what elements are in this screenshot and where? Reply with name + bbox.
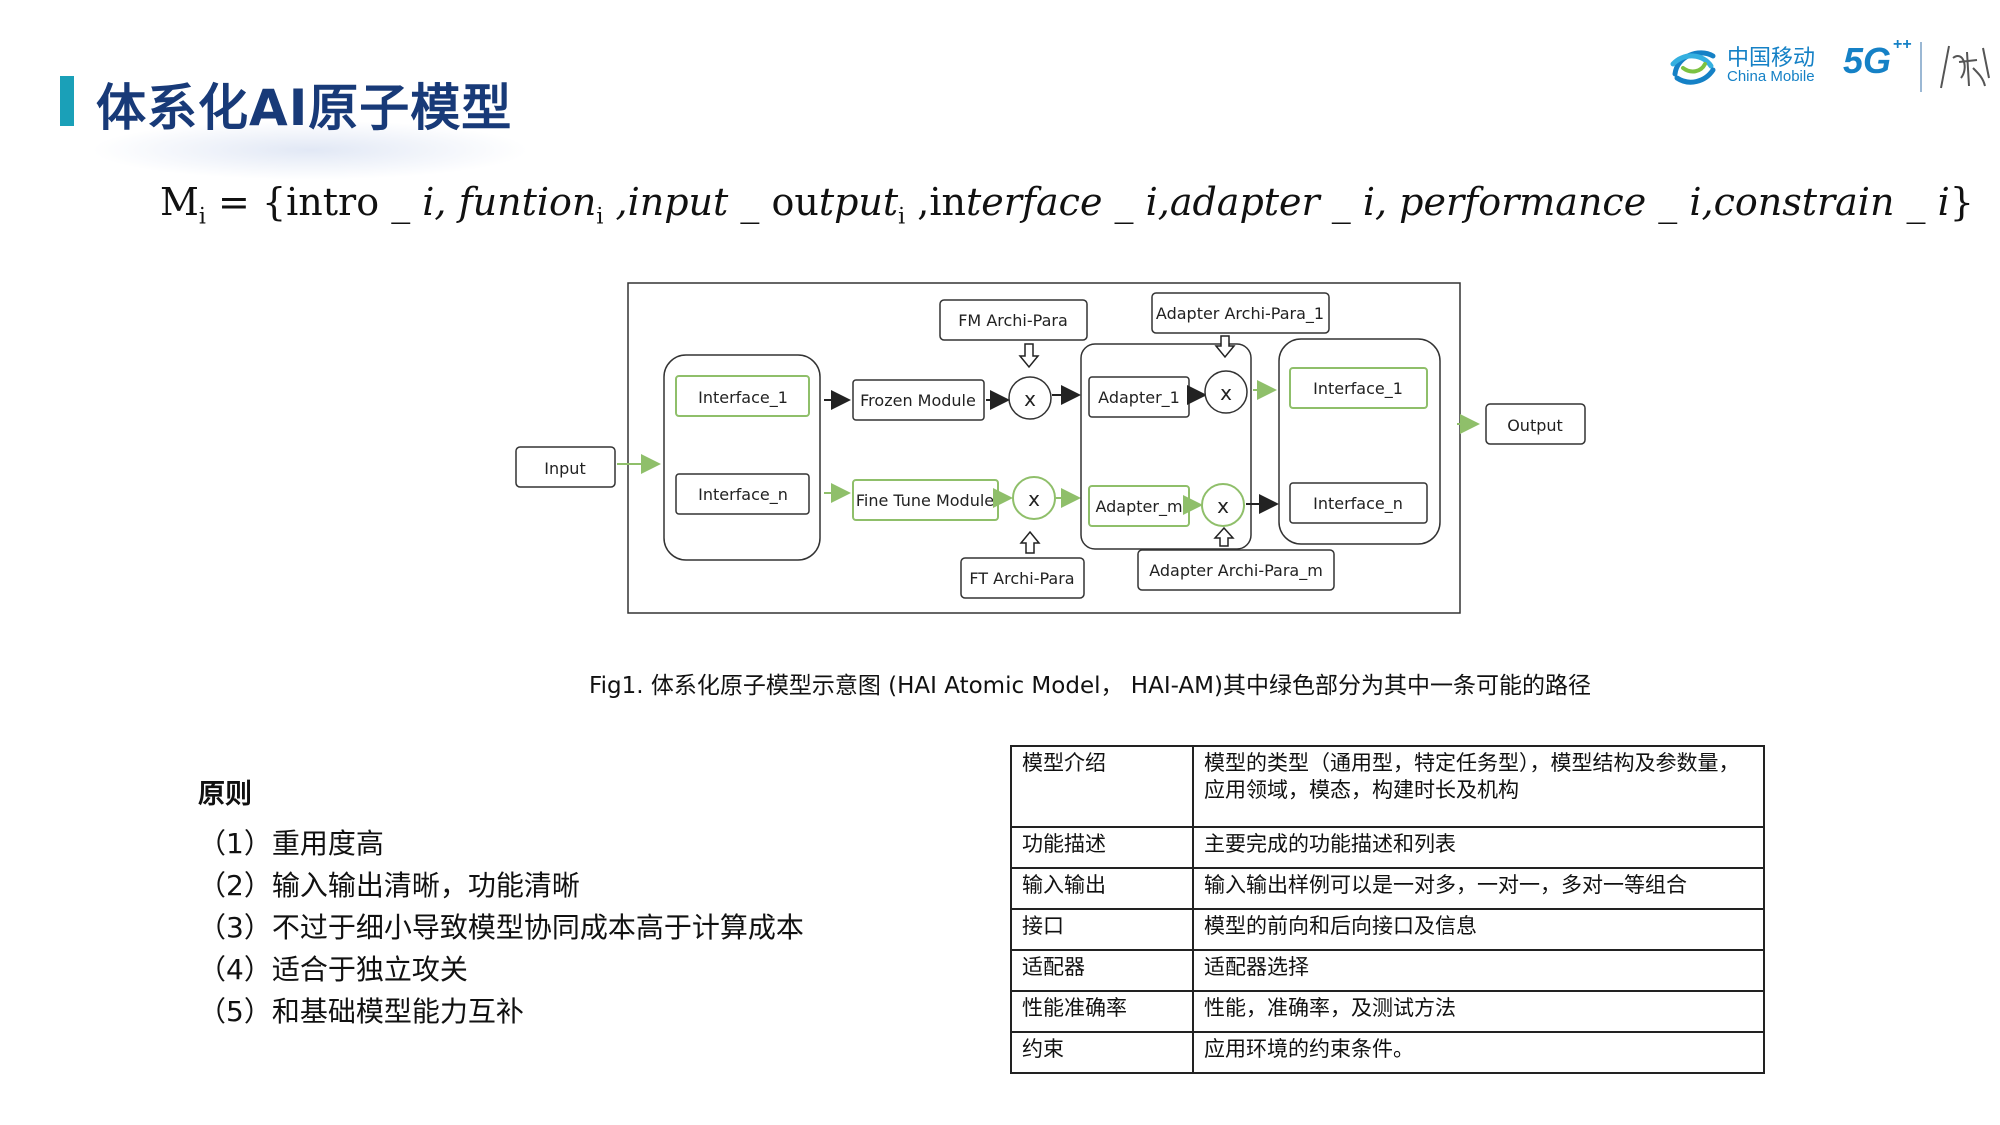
adapter-m-up-arrow-icon	[1213, 526, 1235, 547]
formula-lhs: M	[160, 180, 199, 224]
calligraphy-mark-icon	[1940, 45, 1990, 89]
output-box	[1485, 403, 1586, 445]
formula-in: ,in	[905, 180, 967, 224]
table-key-cell: 约束	[1010, 1031, 1194, 1074]
figure-caption: Fig1. 体系化原子模型示意图 (HAI Atomic Model， HAI-…	[589, 673, 1591, 699]
mult-label-finetune: x	[1028, 487, 1040, 511]
table-key-cell: 输入输出	[1010, 867, 1194, 910]
table-row: 模型介绍 模型的类型（通用型，特定任务型），模型结构及参数量， 应用领域，模态，…	[1010, 745, 1765, 828]
diagram-frame	[627, 282, 1461, 614]
left-interface-group	[663, 354, 821, 561]
logo-divider	[1920, 42, 1922, 92]
adapter-archi-para-m-box	[1137, 549, 1335, 591]
mult-circle-finetune	[1012, 476, 1056, 520]
logo-5g: 5G	[1843, 40, 1892, 81]
logo-5g-plus: ++	[1893, 36, 1912, 53]
page-title: 体系化AI原子模型	[96, 79, 513, 137]
left-interface-n-box	[675, 473, 810, 515]
fm-archi-para-label: FM Archi-Para	[958, 311, 1068, 330]
adapter-m-label: Adapter_m	[1095, 497, 1182, 517]
logo-text-en: China Mobile	[1727, 68, 1815, 85]
left-interface-n-label: Interface_n	[698, 485, 788, 505]
right-interface-1-label: Interface_1	[1313, 379, 1403, 399]
mult-label-frozen: x	[1024, 387, 1036, 411]
principles-heading: 原则	[198, 779, 252, 810]
adapter-archi-para-m-label: Adapter Archi-Para_m	[1149, 561, 1323, 581]
title-shadow	[90, 120, 530, 180]
mult-circle-adapter-1	[1204, 370, 1248, 414]
adapter-archi-para-1-label: Adapter Archi-Para_1	[1156, 304, 1324, 324]
mult-label-adapter-1: x	[1220, 381, 1232, 405]
formula-function: funtion	[458, 180, 597, 224]
formula-close: }	[1949, 180, 1974, 224]
finetune-module-label: Fine Tune Module	[856, 491, 994, 510]
adapter-archi-para-1-box	[1151, 292, 1330, 334]
formula-intro: intro	[286, 180, 380, 224]
frozen-module-label: Frozen Module	[860, 391, 976, 410]
model-properties-table: 模型介绍 模型的类型（通用型，特定任务型），模型结构及参数量， 应用领域，模态，…	[1010, 745, 1765, 1074]
formula-input: ,input	[603, 180, 729, 224]
table-key-cell: 性能准确率	[1010, 990, 1194, 1033]
table-row: 适配器 适配器选择	[1010, 949, 1765, 992]
table-key-cell: 模型介绍	[1010, 745, 1194, 828]
frozen-module-box	[852, 379, 985, 421]
right-interface-n-box	[1289, 482, 1428, 524]
principle-item: （5）和基础模型能力互补	[198, 995, 524, 1028]
formula-lhs-sub: i	[198, 204, 206, 230]
table-row: 性能准确率 性能，准确率，及测试方法	[1010, 990, 1765, 1033]
adapter-group	[1080, 343, 1252, 550]
principle-item: （3）不过于细小导致模型协同成本高于计算成本	[198, 911, 804, 944]
right-interface-1-box	[1289, 367, 1428, 409]
adapter-1-label: Adapter_1	[1098, 388, 1180, 408]
ft-up-arrow-icon	[1019, 530, 1041, 554]
principle-item: （4）适合于独立攻关	[198, 953, 468, 986]
principle-item: （2）输入输出清晰，功能清晰	[198, 869, 580, 902]
logo-text-cn: 中国移动	[1727, 46, 1816, 71]
principles-list: 原则 （1）重用度高 （2）输入输出清晰，功能清晰 （3）不过于细小导致模型协同…	[198, 772, 898, 1033]
formula-underscore: _	[728, 180, 772, 224]
table-value-cell: 输入输出样例可以是一对多，一对一，多对一等组合	[1192, 867, 1765, 910]
table-value-cell: 性能，准确率，及测试方法	[1192, 990, 1765, 1033]
table-value-cell: 应用环境的约束条件。	[1192, 1031, 1765, 1074]
table-key-cell: 接口	[1010, 908, 1194, 951]
mult-circle-frozen	[1008, 376, 1052, 420]
formula-ou: ou	[771, 180, 819, 224]
table-row: 输入输出 输入输出样例可以是一对多，一对一，多对一等组合	[1010, 867, 1765, 910]
hai-atomic-model-diagram: Input Interface_1 Interface_n Frozen Mod…	[515, 282, 1586, 614]
output-label: Output	[1507, 416, 1563, 435]
left-interface-1-box	[675, 375, 810, 417]
china-mobile-swirl-icon	[1670, 50, 1716, 85]
table-value-cell: 适配器选择	[1192, 949, 1765, 992]
formula-function-sub: i	[596, 204, 604, 230]
formula-eq: = {	[205, 180, 287, 224]
right-interface-group	[1278, 338, 1441, 545]
formula-rest: terface _ i,adapter _ i, performance _ i…	[966, 180, 1950, 224]
ft-archi-para-box	[960, 557, 1085, 599]
adapter-1-down-arrow-icon	[1214, 335, 1236, 359]
formula-tput: tput	[818, 180, 899, 224]
formula-output-sub: i	[898, 204, 906, 230]
china-mobile-logo: 中国移动 China Mobile 5G ++	[1665, 36, 1995, 98]
table-row: 功能描述 主要完成的功能描述和列表	[1010, 826, 1765, 869]
table-key-cell: 功能描述	[1010, 826, 1194, 869]
table-row: 接口 模型的前向和后向接口及信息	[1010, 908, 1765, 951]
formula-intro-i: _ i,	[379, 180, 459, 224]
table-value-cell: 模型的前向和后向接口及信息	[1192, 908, 1765, 951]
right-interface-n-label: Interface_n	[1313, 494, 1403, 514]
table-key-cell: 适配器	[1010, 949, 1194, 992]
table-value-cell: 主要完成的功能描述和列表	[1192, 826, 1765, 869]
principle-item: （1）重用度高	[198, 827, 384, 860]
ft-archi-para-label: FT Archi-Para	[969, 569, 1074, 588]
table-row: 约束 应用环境的约束条件。	[1010, 1031, 1765, 1074]
mult-circle-adapter-m	[1201, 483, 1245, 527]
model-formula: Mi = {intro _ i, funtioni ,input _ outpu…	[160, 180, 1974, 240]
fm-down-arrow-icon	[1018, 343, 1040, 369]
input-label: Input	[544, 459, 585, 478]
left-interface-1-label: Interface_1	[698, 388, 788, 408]
fm-archi-para-box	[939, 299, 1088, 341]
title-accent-bar	[60, 76, 74, 126]
table-value-cell: 模型的类型（通用型，特定任务型），模型结构及参数量， 应用领域，模态，构建时长及…	[1192, 745, 1765, 828]
input-box	[515, 446, 616, 488]
mult-label-adapter-m: x	[1217, 494, 1229, 518]
